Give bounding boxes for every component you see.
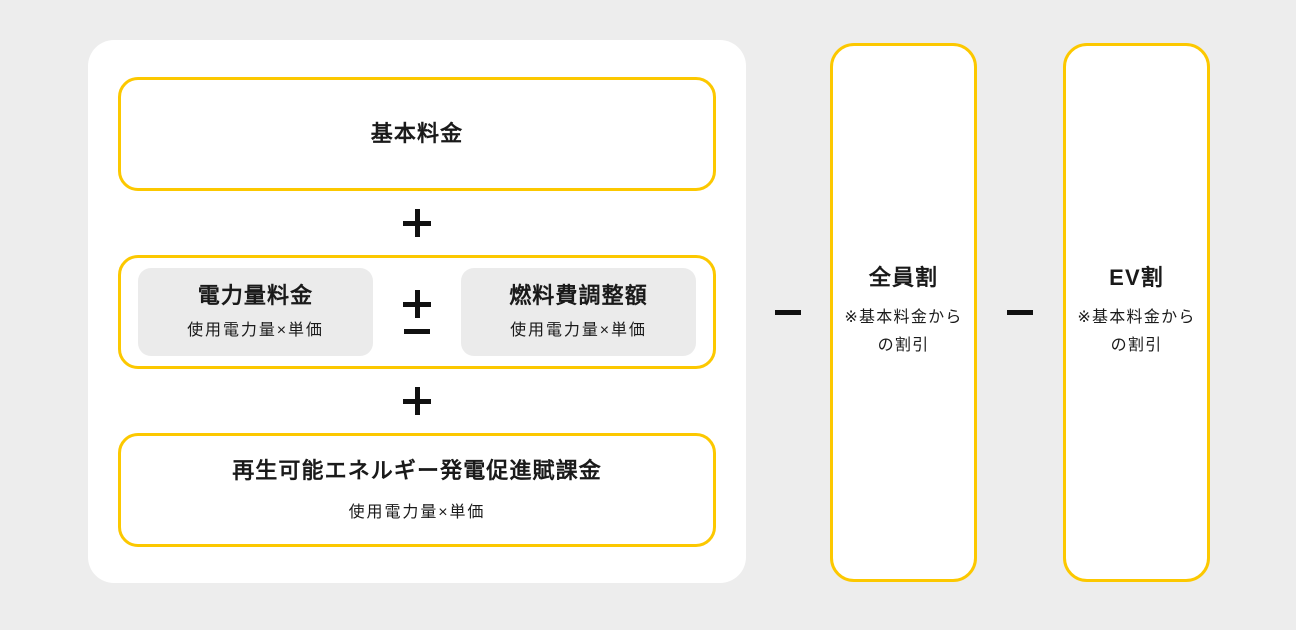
energy-fee-title: 電力量料金 <box>197 282 314 308</box>
plus-icon <box>403 387 431 415</box>
fuel-adjustment-box: 燃料費調整額 使用電力量×単価 <box>461 268 696 356</box>
base-fee-title: 基本料金 <box>370 120 464 146</box>
minus-icon <box>1007 310 1033 315</box>
zenin-wari-discount-card: 全員割 ※基本料金から の割引 <box>830 43 977 582</box>
renewable-levy-title: 再生可能エネルギー発電促進賦課金 <box>232 458 602 484</box>
renewable-levy-subtitle: 使用電力量×単価 <box>348 503 486 521</box>
ev-wari-discount-card: EV割 ※基本料金から の割引 <box>1063 43 1210 582</box>
zenin-wari-note: ※基本料金から の割引 <box>844 308 963 354</box>
plus-icon <box>403 290 431 318</box>
ev-wari-note: ※基本料金から の割引 <box>1077 308 1196 354</box>
plus-minus-icon <box>373 290 461 334</box>
zenin-wari-title: 全員割 <box>868 265 939 291</box>
usage-fee-box: 電力量料金 使用電力量×単価 燃料費調整額 使用電力量×単価 <box>118 255 716 369</box>
renewable-levy-box: 再生可能エネルギー発電促進賦課金 使用電力量×単価 <box>118 433 716 547</box>
charges-card: 基本料金 電力量料金 使用電力量×単価 燃料費調整額 使用電力量×単価 再生可能… <box>88 40 746 583</box>
operator-row <box>118 369 716 433</box>
minus-icon <box>404 329 430 334</box>
ev-wari-title: EV割 <box>1109 265 1164 291</box>
fuel-adjustment-subtitle: 使用電力量×単価 <box>510 322 647 339</box>
operator-row <box>118 191 716 255</box>
fuel-adjustment-title: 燃料費調整額 <box>509 282 648 308</box>
base-fee-box: 基本料金 <box>118 77 716 191</box>
energy-fee-box: 電力量料金 使用電力量×単価 <box>138 268 373 356</box>
plus-icon <box>403 209 431 237</box>
minus-icon <box>775 310 801 315</box>
energy-fee-subtitle: 使用電力量×単価 <box>187 322 324 339</box>
